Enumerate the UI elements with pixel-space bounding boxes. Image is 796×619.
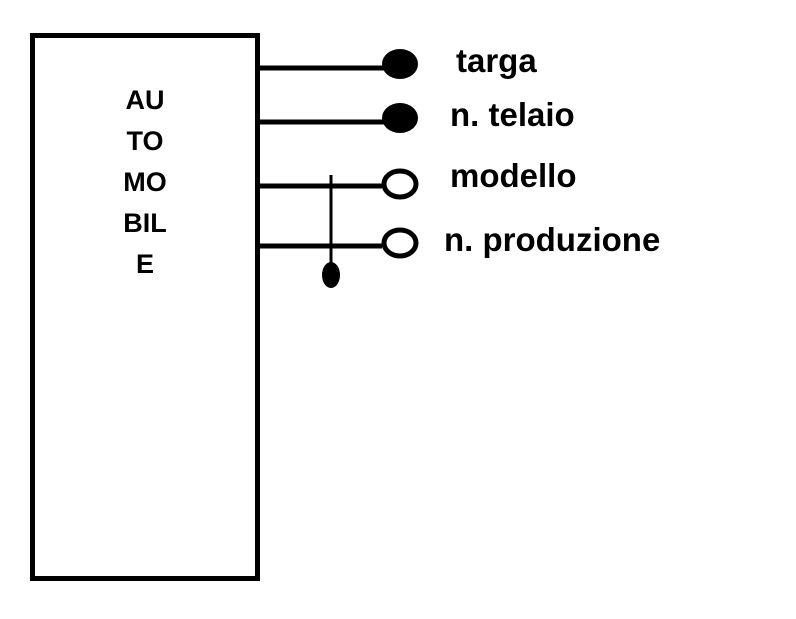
attribute-label-modello: modello bbox=[450, 157, 577, 194]
identifier-marker-targa bbox=[382, 49, 418, 79]
attribute-marker-produzione bbox=[381, 227, 419, 259]
attribute-label-telaio: n. telaio bbox=[450, 96, 575, 133]
attribute-marker-modello bbox=[381, 168, 419, 200]
attribute-label-targa: targa bbox=[456, 42, 537, 79]
entity-name: AUTOMOBILE bbox=[123, 85, 167, 279]
composite-identifier-marker bbox=[322, 262, 340, 288]
identifier-marker-telaio bbox=[382, 103, 418, 133]
entity-box bbox=[30, 33, 260, 581]
attribute-label-produzione: n. produzione bbox=[444, 221, 661, 258]
